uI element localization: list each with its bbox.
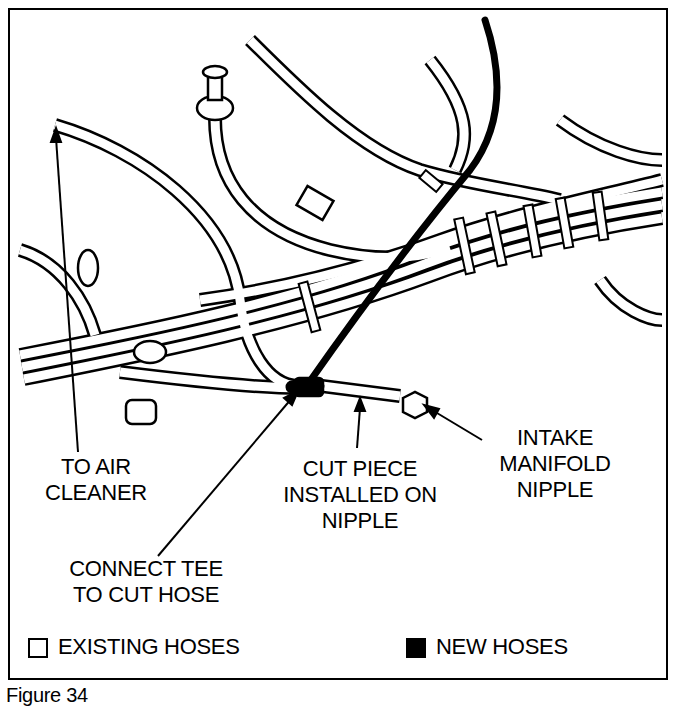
legend-swatch [406,638,426,658]
callout-label: INTAKE MANIFOLD NIPPLE [480,425,630,503]
callout-label: CUT PIECE INSTALLED ON NIPPLE [280,456,440,534]
callout-label: TO AIR CLEANER [31,454,161,506]
figure-caption: Figure 34 [6,682,88,708]
legend-text: NEW HOSES [436,634,568,660]
callout-label: CONNECT TEE TO CUT HOSE [56,556,236,608]
legend-text: EXISTING HOSES [58,634,240,660]
legend-swatch [28,638,48,658]
